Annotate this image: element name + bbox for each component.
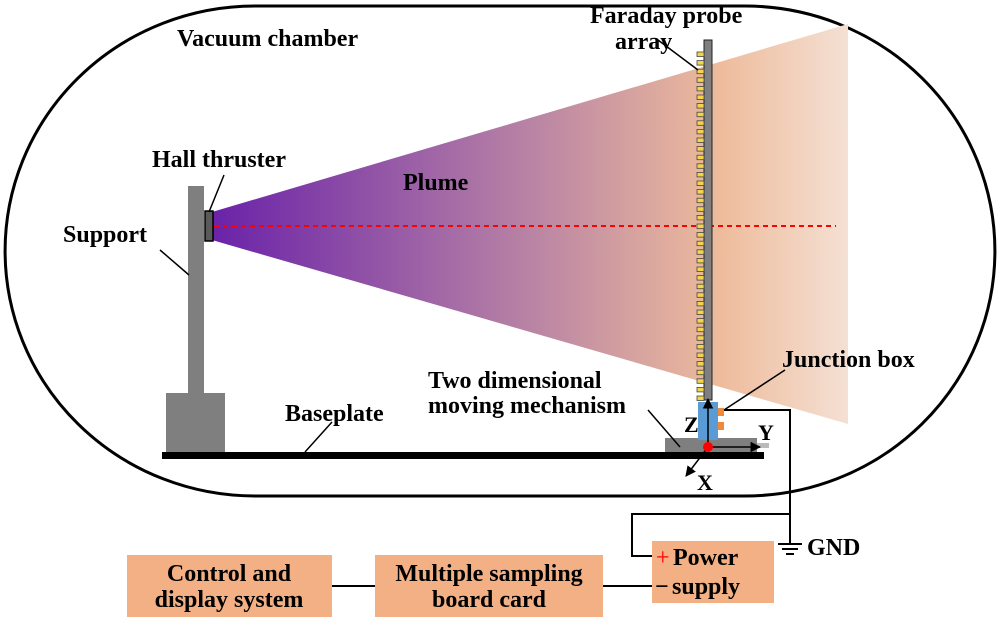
faraday-probes <box>696 51 705 401</box>
probe-pad <box>696 120 705 126</box>
probe-pad <box>696 214 705 221</box>
y-slider <box>757 443 769 448</box>
vacuum-chamber-outline <box>3 4 997 498</box>
moving-mechanism-leader <box>647 409 681 448</box>
label-moving-mechanism-line2: moving mechanism <box>428 393 626 419</box>
probe-pad <box>696 395 705 401</box>
sampling-board-box <box>375 555 603 617</box>
probe-pad <box>696 249 705 255</box>
probe-pad <box>696 378 705 384</box>
label-baseplate: Baseplate <box>285 401 384 427</box>
probe-pad <box>696 266 705 272</box>
label-axis-z: Z <box>684 412 699 437</box>
control-box-line1: Control and <box>167 561 292 587</box>
label-junction-box: Junction box <box>782 347 915 373</box>
probe-pad <box>696 326 705 333</box>
label-faraday-probe-line2: array <box>615 29 672 55</box>
label-plume: Plume <box>403 170 469 196</box>
probe-pad <box>696 369 705 376</box>
probe-pad <box>696 94 705 100</box>
probe-pad <box>696 240 705 247</box>
probe-pad <box>696 171 705 178</box>
probe-pad <box>696 154 705 161</box>
faraday-probe-rod <box>703 39 713 401</box>
support-leader <box>159 249 190 276</box>
power-supply-box <box>652 541 774 603</box>
probe-pad <box>696 163 705 169</box>
probe-pad <box>696 77 705 83</box>
label-moving-mechanism-line1: Two dimensional <box>428 368 602 394</box>
control-box-line2: display system <box>155 587 304 613</box>
support-pole <box>188 186 204 394</box>
control-display-box <box>127 555 332 617</box>
probe-pad <box>696 86 705 92</box>
probe-pad <box>696 137 705 143</box>
probe-pad <box>696 128 705 135</box>
probe-pad <box>696 292 705 298</box>
label-axis-x: X <box>697 470 713 495</box>
probe-pad <box>696 257 705 264</box>
probe-pad <box>696 103 705 109</box>
label-vacuum-chamber: Vacuum chamber <box>177 26 358 52</box>
probe-pad <box>696 206 705 212</box>
label-support: Support <box>63 222 147 248</box>
probe-pad <box>696 68 705 75</box>
signal-wire <box>631 409 791 557</box>
probe-pad <box>696 189 705 195</box>
probe-pad <box>696 318 705 324</box>
x-axis-arrow <box>685 446 709 477</box>
label-hall-thruster: Hall thruster <box>152 147 286 173</box>
probe-pad <box>696 60 705 66</box>
label-faraday-probe-line1: Faraday probe <box>590 3 743 29</box>
probe-pad <box>696 111 705 118</box>
hall-thruster <box>204 210 214 242</box>
origin-point <box>703 442 713 452</box>
probe-pad <box>696 335 705 341</box>
sampling-box-line1: Multiple sampling <box>395 561 582 587</box>
label-axis-y: Y <box>758 420 774 445</box>
probe-pad <box>696 197 705 204</box>
probe-pad <box>696 232 705 238</box>
baseplate-leader <box>304 421 333 453</box>
junction-box-terminal-2 <box>718 422 724 430</box>
plume <box>212 24 848 424</box>
baseplate <box>162 452 764 459</box>
sampling-box-line2: board card <box>432 587 547 613</box>
power-plus-sign: + <box>656 545 670 571</box>
probe-pad <box>696 300 705 307</box>
probe-pad <box>696 309 705 315</box>
probe-pad <box>696 146 705 152</box>
power-box-line2: supply <box>672 574 740 600</box>
probe-pad <box>696 361 705 367</box>
faraday-leader <box>657 39 699 71</box>
label-gnd: GND <box>807 535 860 561</box>
hall-thruster-leader <box>208 174 225 213</box>
probe-pad <box>696 283 705 290</box>
probe-pad <box>696 275 705 281</box>
power-box-line1: Power <box>673 545 739 571</box>
support-base <box>166 393 225 455</box>
probe-pad <box>696 223 705 229</box>
junction-box-leader <box>723 369 786 411</box>
power-minus-sign: − <box>655 574 669 600</box>
probe-pad <box>696 51 705 57</box>
junction-box-terminal-1 <box>718 408 724 416</box>
probe-pad <box>696 386 705 393</box>
probe-pad <box>696 343 705 350</box>
probe-pad <box>696 352 705 358</box>
probe-pad <box>696 180 705 186</box>
